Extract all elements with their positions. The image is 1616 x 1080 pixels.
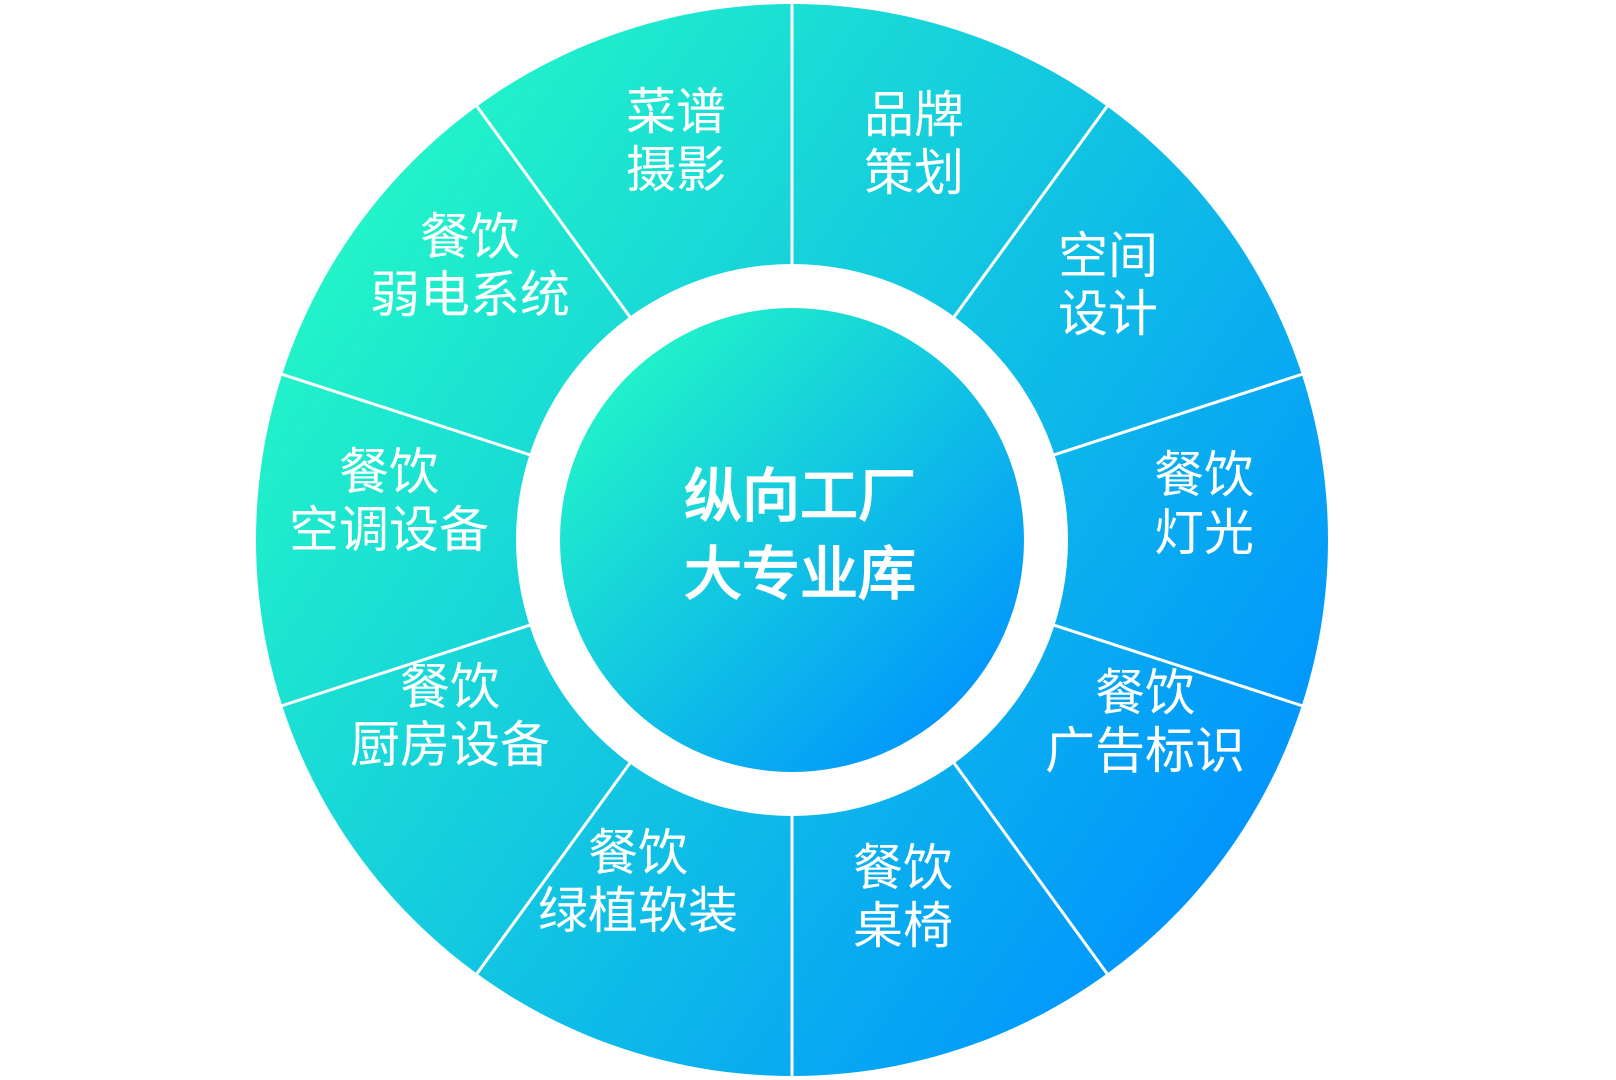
- center-disk: [560, 308, 1024, 772]
- segment-divider-5: [949, 757, 1111, 978]
- segment-greenery-line1: 餐饮: [588, 824, 688, 882]
- segment-furniture-line2: 桌椅: [853, 897, 953, 955]
- segment-signage-line2: 广告标识: [1045, 722, 1245, 780]
- segment-hvac-line1: 餐饮: [339, 443, 439, 501]
- segment-divider-2: [949, 102, 1111, 323]
- segment-hvac-line2: 空调设备: [289, 501, 489, 559]
- segment-divider-8: [277, 622, 536, 709]
- center-title-line1: 纵向工厂: [684, 462, 916, 530]
- segment-divider-4: [1048, 622, 1307, 709]
- segment-dividers: [277, 0, 1307, 1080]
- segment-divider-7: [473, 757, 635, 978]
- segment-divider-10: [473, 102, 635, 323]
- segment-kitchen-line1: 餐饮: [400, 658, 500, 716]
- segment-menu-photo-line2: 摄影: [626, 141, 726, 199]
- segment-furniture-line1: 餐饮: [853, 839, 953, 897]
- segment-low-voltage-line2: 弱电系统: [370, 266, 570, 324]
- segment-divider-3: [1048, 371, 1307, 458]
- segment-divider-9: [277, 371, 536, 458]
- segment-brand-planning-line2: 策划: [864, 144, 964, 202]
- segment-space-design-line1: 空间: [1058, 227, 1158, 285]
- segment-brand-planning-line1: 品牌: [864, 86, 964, 144]
- segment-kitchen-line2: 厨房设备: [350, 716, 550, 774]
- segment-low-voltage-line1: 餐饮: [420, 208, 520, 266]
- segment-space-design-line2: 设计: [1058, 285, 1158, 343]
- segment-signage-line1: 餐饮: [1095, 664, 1195, 722]
- center-title-line2: 大专业库: [684, 540, 916, 608]
- segment-lighting-line1: 餐饮: [1154, 446, 1254, 504]
- segment-labels: 菜谱摄影品牌策划空间设计餐饮灯光餐饮广告标识餐饮桌椅餐饮绿植软装餐饮厨房设备餐饮…: [289, 83, 1254, 955]
- segment-greenery-line2: 绿植软装: [538, 882, 738, 940]
- segment-lighting-line2: 灯光: [1154, 504, 1254, 562]
- segment-menu-photo-line1: 菜谱: [626, 83, 726, 141]
